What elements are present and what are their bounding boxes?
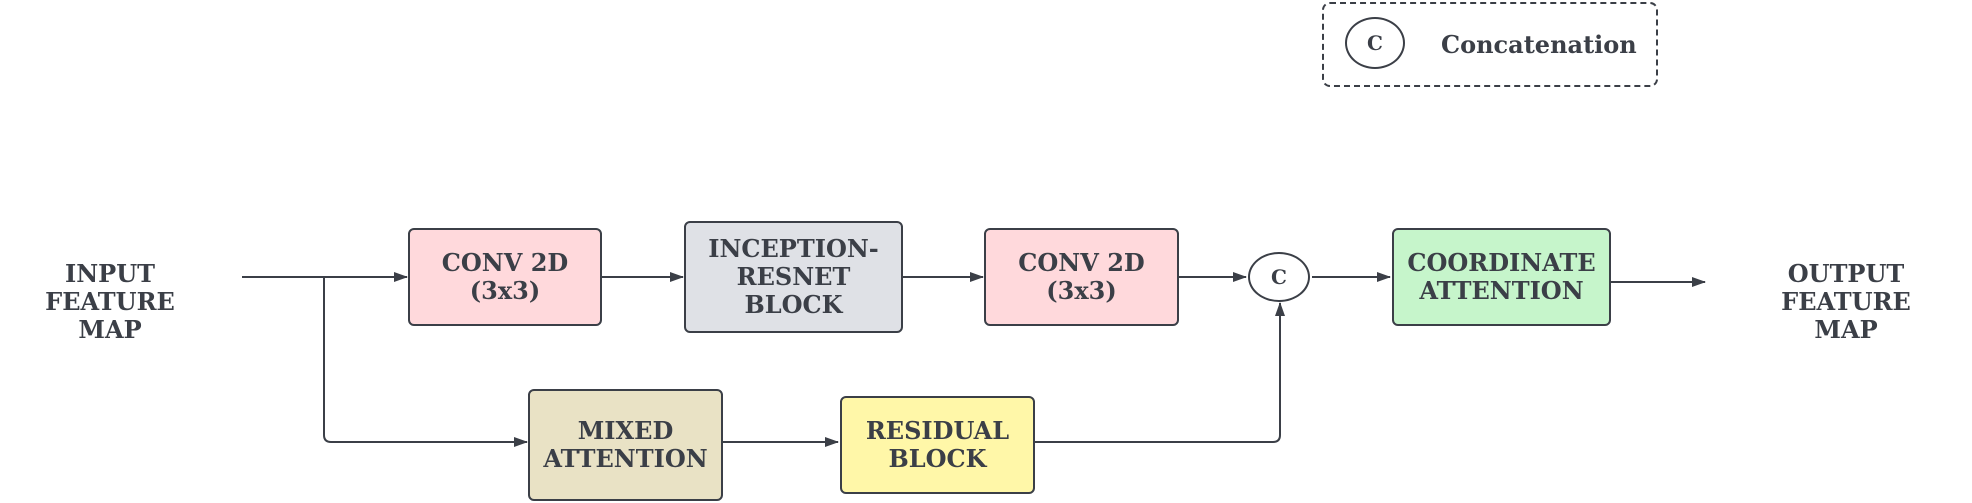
- edge-branch-to-mixed: [323, 277, 528, 447]
- coordinate-attention-block: COORDINATE ATTENTION: [1392, 228, 1611, 326]
- mixed-attention-block: MIXED ATTENTION: [528, 389, 723, 501]
- edge-residual-to-concat: [1035, 302, 1285, 443]
- inception-resnet-block-label: INCEPTION- RESNET BLOCK: [708, 234, 879, 319]
- legend-box: [1322, 2, 1658, 87]
- mixed-attention-block-label: MIXED ATTENTION: [543, 416, 708, 473]
- conv2d-block-1: CONV 2D (3x3): [408, 228, 602, 326]
- input-feature-map-label: INPUT FEATURE MAP: [45, 259, 175, 344]
- inception-resnet-block: INCEPTION- RESNET BLOCK: [684, 221, 903, 333]
- legend-concat-label: Concatenation: [1441, 30, 1637, 59]
- output-feature-map-label: OUTPUT FEATURE MAP: [1781, 259, 1911, 344]
- conv2d-block-2: CONV 2D (3x3): [984, 228, 1179, 326]
- concatenation-node: C: [1248, 252, 1310, 302]
- conv2d-block-2-label: CONV 2D (3x3): [1018, 248, 1145, 305]
- residual-block: RESIDUAL BLOCK: [840, 396, 1035, 494]
- legend-concat-symbol: C: [1345, 17, 1405, 69]
- coordinate-attention-block-label: COORDINATE ATTENTION: [1407, 248, 1596, 305]
- residual-block-label: RESIDUAL BLOCK: [865, 416, 1010, 473]
- conv2d-block-1-label: CONV 2D (3x3): [441, 248, 569, 305]
